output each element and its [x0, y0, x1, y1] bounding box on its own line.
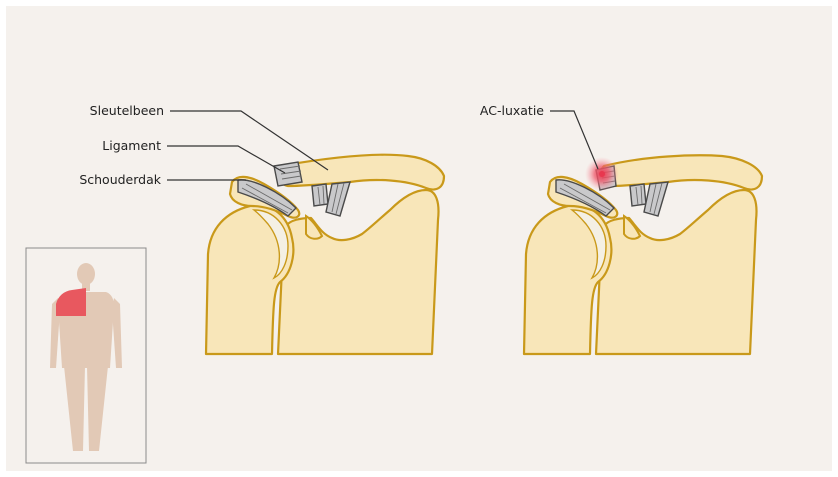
label-acromion: Schouderdak: [79, 172, 161, 187]
label-ligament: Ligament: [102, 138, 161, 153]
injury-center: [599, 171, 605, 177]
ac-ligament: [274, 162, 302, 186]
diagram-panel: Sleutelbeen Ligament Schouderdak AC-: [6, 6, 832, 471]
label-injury: AC-luxatie: [480, 103, 544, 118]
diagram-svg: Sleutelbeen Ligament Schouderdak AC-: [6, 6, 832, 471]
label-clavicle: Sleutelbeen: [90, 103, 164, 118]
